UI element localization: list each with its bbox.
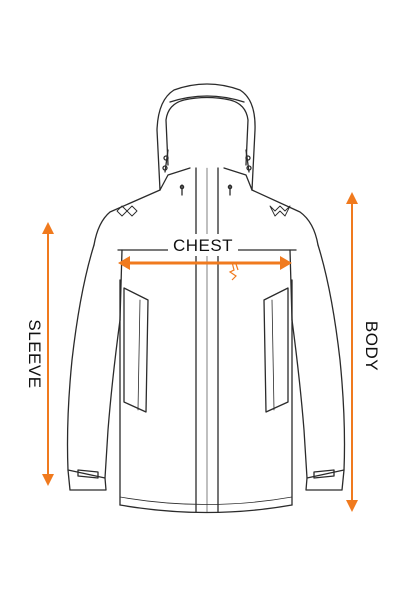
- hood-outline: [156, 83, 256, 191]
- left-cuff: [67, 469, 107, 491]
- chest-measure: [118, 256, 292, 270]
- right-pocket: [263, 287, 289, 413]
- right-cuff: [305, 469, 345, 491]
- body-measure: [346, 192, 358, 512]
- chest-label: CHEST: [173, 236, 233, 255]
- left-pocket: [123, 287, 149, 413]
- brand-logo-icon: [228, 261, 239, 281]
- jacket-outline: [66, 83, 346, 514]
- chest-label-bg: [168, 234, 238, 256]
- body-label: BODY: [362, 321, 381, 371]
- left-shoulder: [93, 189, 161, 246]
- hem: [119, 504, 293, 514]
- sleeve-label: SLEEVE: [25, 319, 44, 388]
- right-sleeve: [291, 244, 346, 479]
- shoulder-vents: [116, 205, 291, 217]
- sleeve-measure: [42, 222, 54, 486]
- right-shoulder: [251, 189, 319, 246]
- left-sleeve: [66, 244, 121, 479]
- drawcord-toggles: [162, 149, 252, 196]
- hood-opening: [165, 96, 249, 166]
